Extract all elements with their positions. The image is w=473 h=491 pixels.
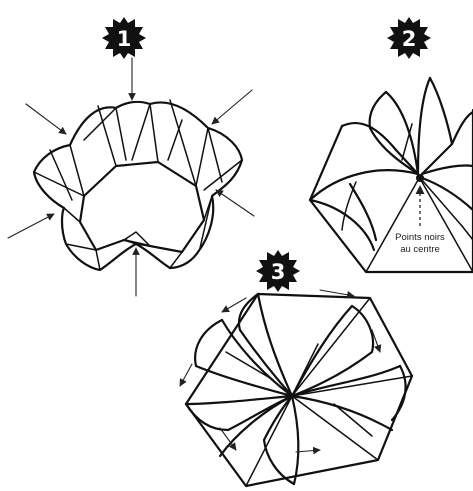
- annotation-line-2: au centre: [400, 244, 440, 255]
- centre-dot: [416, 174, 424, 182]
- step-1-badge: 1: [102, 17, 146, 59]
- step-1-number: 1: [117, 27, 132, 51]
- annotation-line-1: Points noirs: [395, 232, 445, 243]
- step-3-number: 3: [271, 260, 286, 284]
- step-2-number: 2: [402, 27, 417, 51]
- step-2-annotation: Points noirs au centre: [395, 232, 445, 255]
- step-1-figure: [34, 100, 242, 270]
- step-3-figure: [186, 294, 412, 486]
- step-3-badge: 3: [256, 250, 300, 292]
- step-2-figure: [310, 78, 473, 272]
- step-2-badge: 2: [387, 17, 431, 59]
